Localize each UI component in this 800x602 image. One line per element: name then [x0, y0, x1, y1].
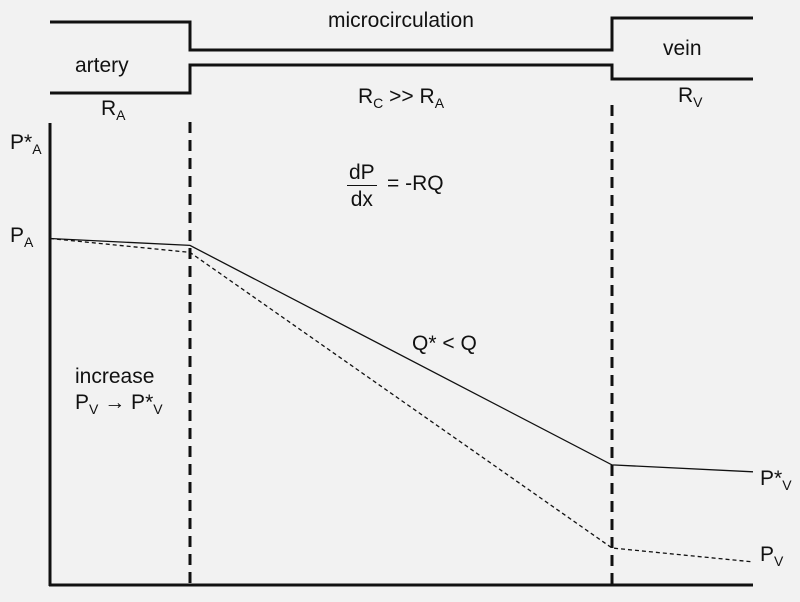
pv-sub: V [89, 401, 99, 417]
equation-denominator: dx [350, 188, 373, 211]
rv-base: R [678, 84, 694, 107]
equation-rhs: = -RQ [387, 172, 444, 195]
rc-base: R [358, 85, 374, 108]
pv-star-star: * [145, 391, 154, 414]
artery-label: artery [75, 54, 129, 77]
pa-base: P [10, 224, 25, 247]
microcirculation-label: microcirculation [328, 9, 474, 32]
pv-pressure-line [49, 237, 754, 563]
vessel-bottom-outline [50, 63, 753, 95]
pa-star-base: P [10, 131, 25, 154]
increase-note-line2: PV → P*V [75, 392, 163, 416]
pa-star-star: * [24, 131, 33, 154]
pv-star-sub: V [782, 477, 792, 493]
ra-base: R [101, 97, 117, 120]
equation-numerator: dP [347, 161, 377, 186]
rv-sub: V [693, 94, 703, 110]
pa-star-sub: A [32, 141, 42, 157]
ra-sub: A [116, 107, 126, 123]
rc-sub: C [373, 95, 384, 111]
rc-sub2: A [434, 95, 445, 111]
pv-star-sub: V [153, 401, 163, 417]
pv-label: PV [760, 544, 783, 568]
pv-star-star: * [774, 467, 783, 490]
pv-star-pressure-line [49, 237, 754, 473]
arrow-right-icon: → [104, 391, 126, 414]
pv-star-base: P [131, 391, 146, 414]
pv-base: P [760, 543, 775, 566]
rc-label: RC >> RA [358, 86, 444, 110]
increase-note-line1: increase [75, 365, 155, 388]
flow-note: Q* < Q [412, 332, 477, 355]
vessel-top-outline [50, 16, 753, 52]
pa-label: PA [10, 225, 33, 249]
pv-star-base: P [760, 467, 775, 490]
rv-label: RV [678, 85, 703, 109]
ra-label: RA [101, 98, 126, 122]
pv-base: P [75, 391, 90, 414]
vein-label: vein [663, 37, 702, 60]
pa-star-label: P*A [10, 132, 42, 156]
pv-star-label: P*V [760, 468, 792, 492]
pv-sub: V [774, 553, 784, 569]
pa-sub: A [24, 234, 34, 250]
equation-fraction: dP dx [347, 162, 377, 210]
rc-rel: >> [389, 85, 414, 108]
rc-base2: R [419, 85, 435, 108]
